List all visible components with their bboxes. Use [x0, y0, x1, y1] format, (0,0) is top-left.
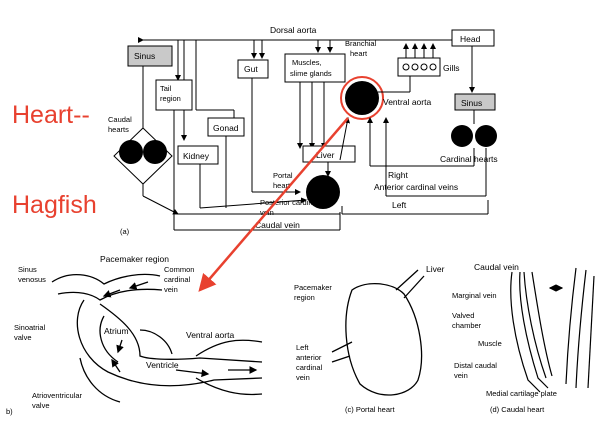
label-cardinal-hearts: Cardinal hearts — [440, 154, 498, 164]
panel-c-caption: (c) Portal heart — [345, 405, 396, 414]
label-branchial-line2: heart — [350, 49, 368, 58]
label-sinoatrial-line2: valve — [14, 333, 32, 342]
label-liver-c: Liver — [426, 264, 445, 274]
label-lacv-line1: Left — [296, 343, 309, 352]
panel-c-labels: Pacemaker region Liver Left anterior car… — [294, 264, 445, 414]
label-ventral-aorta: Ventral aorta — [383, 97, 431, 107]
box-muscles-line2: slime glands — [290, 69, 332, 78]
panel-d-labels: Caudal vein Marginal vein Valved chamber… — [452, 262, 557, 414]
label-gills: Gills — [443, 63, 460, 73]
box-sinus-left: Sinus — [134, 51, 155, 61]
panel-c — [332, 270, 424, 395]
label-posterior-cardinal-line1: Posterior cardinal — [260, 198, 319, 207]
label-valved-line2: chamber — [452, 321, 482, 330]
label-distal-line1: Distal caudal — [454, 361, 497, 370]
box-sinus-right: Sinus — [461, 98, 482, 108]
label-ventral-aorta-b: Ventral aorta — [186, 330, 234, 340]
label-lacv-line2: anterior — [296, 353, 322, 362]
box-gonad: Gonad — [213, 123, 239, 133]
label-dorsal-aorta: Dorsal aorta — [270, 25, 317, 35]
label-caudal-vein: Caudal vein — [255, 220, 300, 230]
box-tail-region-line2: region — [160, 94, 181, 103]
box-muscles-line1: Muscles, — [292, 58, 322, 67]
box-head: Head — [460, 34, 481, 44]
label-ventricle: Ventricle — [146, 360, 179, 370]
box-kidney: Kidney — [183, 151, 210, 161]
label-common-cardinal-line3: vein — [164, 285, 178, 294]
label-av-valve-line2: valve — [32, 401, 50, 410]
box-tail-region-line1: Tail — [160, 84, 172, 93]
label-pacemaker-c-line1: Pacemaker — [294, 283, 332, 292]
label-sinus-venosus-line1: Sinus — [18, 265, 37, 274]
label-valved-line1: Valved — [452, 311, 474, 320]
box-gut: Gut — [244, 64, 258, 74]
label-anterior-cardinal-veins: Anterior cardinal veins — [374, 182, 458, 192]
label-sinus-venosus-line2: venosus — [18, 275, 46, 284]
panel-b-label: b) — [6, 407, 13, 416]
label-marginal-vein: Marginal vein — [452, 291, 497, 300]
panel-a-label: (a) — [120, 227, 130, 236]
label-branchial-line1: Branchial — [345, 39, 377, 48]
label-common-cardinal-line1: Common — [164, 265, 194, 274]
label-distal-line2: vein — [454, 371, 468, 380]
label-portal-heart-line1: Portal — [273, 171, 293, 180]
panel-d — [511, 268, 594, 392]
label-medial-cartilage: Medial cartilage plate — [486, 389, 557, 398]
label-av-valve-line1: Atrioventricular — [32, 391, 83, 400]
label-lacv-line3: cardinal — [296, 363, 323, 372]
label-muscle: Muscle — [478, 339, 502, 348]
label-pacemaker-region: Pacemaker region — [100, 254, 169, 264]
panel-d-caption: (d) Caudal heart — [490, 405, 545, 414]
label-lacv-line4: vein — [296, 373, 310, 382]
label-caudal-vein-d: Caudal vein — [474, 262, 519, 272]
label-pacemaker-c-line2: region — [294, 293, 315, 302]
label-common-cardinal-line2: cardinal — [164, 275, 191, 284]
label-sinoatrial-line1: Sinoatrial — [14, 323, 46, 332]
label-right: Right — [388, 170, 408, 180]
label-atrium: Atrium — [104, 326, 129, 336]
label-left: Left — [392, 200, 407, 210]
label-caudal-hearts-line1: Caudal — [108, 115, 132, 124]
label-caudal-hearts-line2: hearts — [108, 125, 129, 134]
